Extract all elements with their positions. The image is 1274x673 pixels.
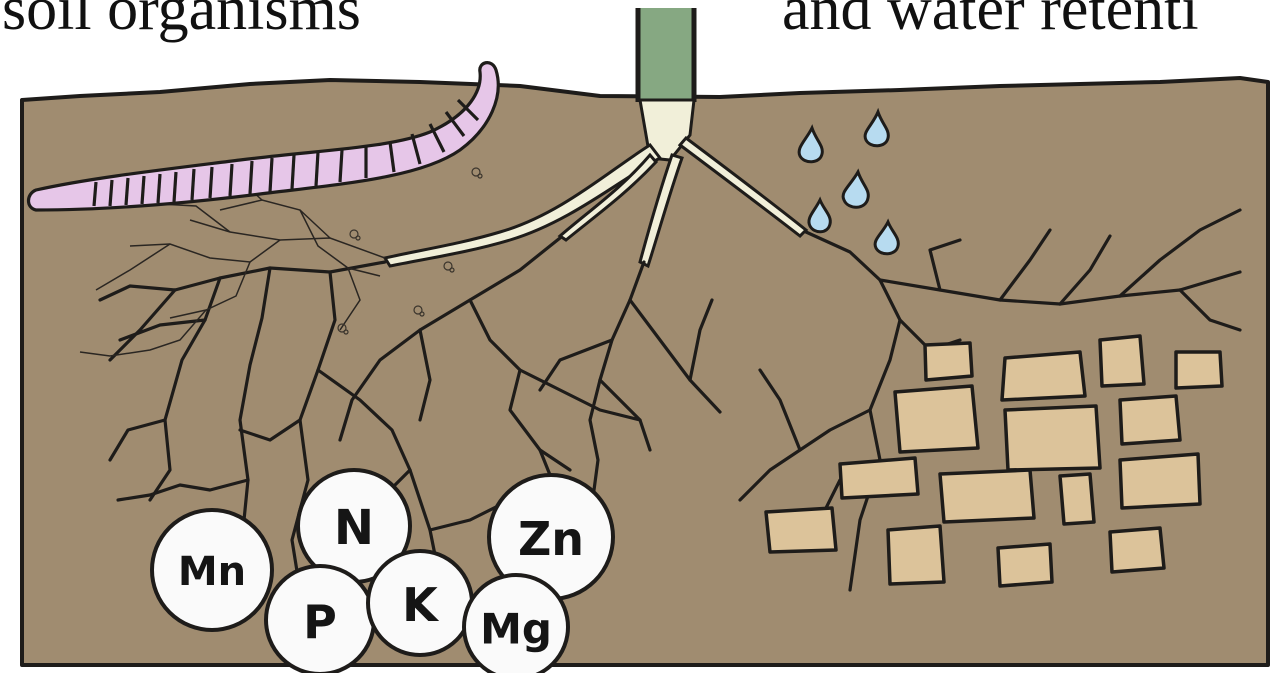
svg-text:N: N <box>334 500 374 556</box>
svg-text:Zn: Zn <box>518 512 584 566</box>
svg-text:Mg: Mg <box>480 605 552 654</box>
svg-text:K: K <box>402 578 440 632</box>
svg-text:P: P <box>303 595 337 649</box>
svg-text:Mn: Mn <box>178 549 246 595</box>
nutrient-mg: Mg <box>464 575 568 673</box>
plant-stem <box>638 8 694 100</box>
nutrient-p: P <box>266 566 374 673</box>
nutrient-mn: Mn <box>152 510 272 630</box>
nutrient-k: K <box>368 551 472 655</box>
